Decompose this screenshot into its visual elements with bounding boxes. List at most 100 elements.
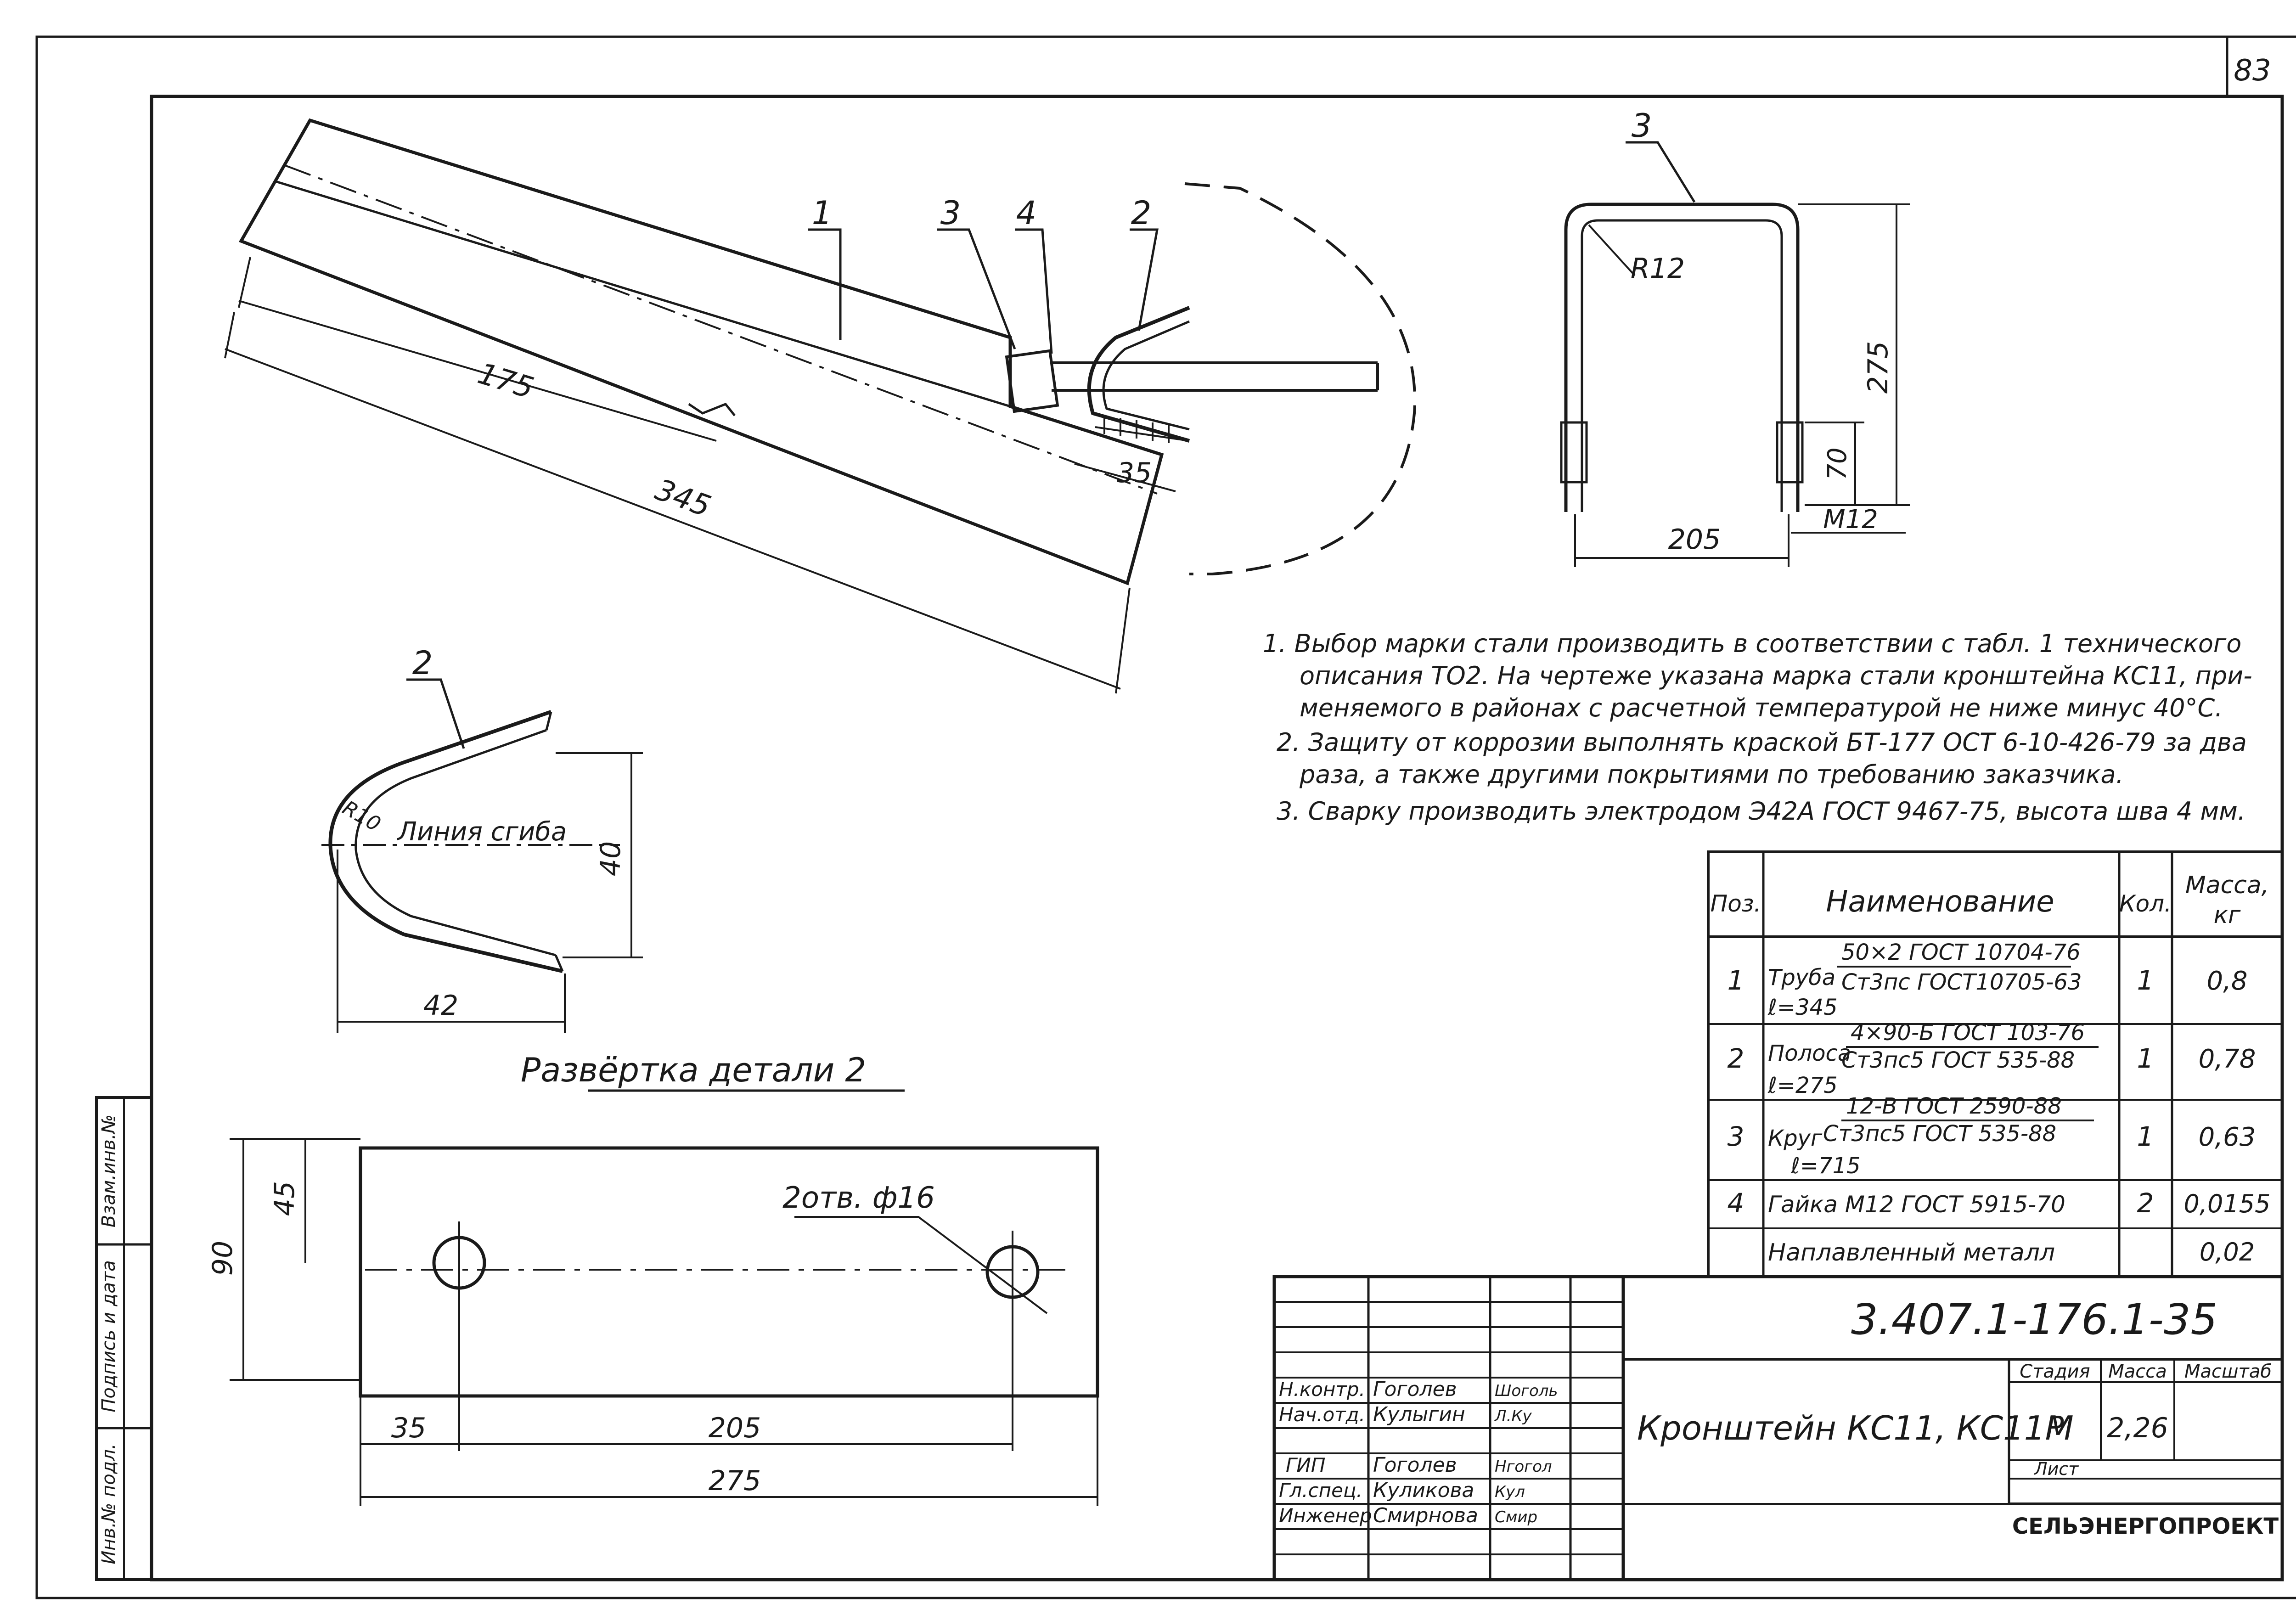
leader-2 [1130, 228, 1159, 331]
ubolt-inner [1581, 219, 1783, 512]
note-line-3: меняемого в районах с расчетной температ… [1300, 693, 2223, 722]
person2-sign: Л.Ку [1494, 1407, 1532, 1425]
development-view: Развёртка детали 2 2отв. ф16 90 45 35 20… [207, 1051, 1099, 1506]
holes-leader [794, 1216, 1048, 1314]
spec-row1-extra: ℓ=345 [1767, 995, 1838, 1020]
spec-row1-pos: 1 [1728, 965, 1745, 996]
person2-role: Нач.отд. [1279, 1403, 1365, 1426]
spec-row2-top: 4×90-Б ГОСТ 103-76 [1851, 1020, 2085, 1046]
ubolt-dim-275: 275 [1862, 341, 1894, 394]
spec-row2-extra: ℓ=275 [1767, 1073, 1838, 1098]
strip-part2-inner [1102, 320, 1190, 431]
spec-row1-mass: 0,8 [2206, 966, 2247, 996]
person4-sign: Кул [1495, 1483, 1525, 1501]
person4-role: Гл.спец. [1279, 1479, 1362, 1502]
note-line-1: 1. Выбор марки стали производить в соотв… [1263, 629, 2241, 658]
spec-row1-bottom: Ст3пс ГОСТ10705-63 [1841, 969, 2082, 995]
break-line [688, 402, 736, 416]
development-holes: 2отв. ф16 [782, 1181, 935, 1215]
stamp-inv-dup: Взам.инв.№ [98, 1114, 119, 1227]
stamp-inv-orig: Инв.№ подл. [98, 1443, 119, 1564]
document-code: 3.407.1-176.1-35 [1851, 1295, 2217, 1344]
spec-row3-bottom: Ст3пс5 ГОСТ 535-88 [1823, 1121, 2056, 1147]
spec-row3-qty: 1 [2137, 1121, 2154, 1152]
inner-frame [150, 95, 2284, 1581]
spec-row3-mass: 0,63 [2199, 1122, 2256, 1152]
spec-row5-mass: 0,02 [2200, 1238, 2255, 1266]
leader-4 [1015, 228, 1053, 354]
scale-label: Масштаб [2184, 1361, 2272, 1382]
thread-left [1560, 421, 1588, 484]
spec-row1-name: Труба [1768, 965, 1835, 990]
leader-strip [406, 678, 465, 749]
note-line-4: 2. Защиту от коррозии выполнять краской … [1277, 728, 2247, 757]
part2-view: 2 R10 Линия сгиба 40 42 [321, 644, 643, 1033]
person1-sign: Шоголь [1495, 1382, 1558, 1400]
strip-inner [355, 729, 556, 957]
radius-leader [1588, 224, 1636, 276]
person5-name: Смирнова [1373, 1504, 1478, 1527]
organization: СЕЛЬЭНЕРГОПРОЕКТ [2012, 1514, 2279, 1539]
development-dim-35: 35 [391, 1412, 426, 1444]
development-strip [359, 1146, 1099, 1398]
ubolt-thread: M12 [1823, 505, 1878, 535]
development-dim-45: 45 [269, 1181, 301, 1216]
dim-35: 35 [1117, 457, 1152, 489]
spec-row3-top: 12-В ГОСТ 2590-88 [1846, 1093, 2062, 1119]
spec-row2-qty: 1 [2137, 1043, 2154, 1074]
development-dim-90: 90 [207, 1241, 239, 1276]
strip-dim-40: 40 [595, 841, 627, 876]
thread-right [1776, 421, 1804, 484]
person5-role: Инженер [1279, 1504, 1372, 1527]
pipe-inner-edge [275, 180, 1011, 408]
ubolt-pos-label: 3 [1632, 107, 1652, 145]
spec-row2-mass: 0,78 [2199, 1044, 2256, 1074]
note-line-6: 3. Сварку производить электродом Э42А ГО… [1277, 797, 2245, 826]
spec-header-qty: Кол. [2119, 890, 2172, 917]
ubolt-radius: R12 [1631, 253, 1685, 285]
mass-label: Масса [2108, 1361, 2167, 1382]
ubolt-dim-205: 205 [1668, 523, 1721, 556]
side-stamp: Взам.инв.№ Подпись и дата Инв.№ подл. [95, 1096, 153, 1581]
spec-header-name: Наименование [1826, 885, 2054, 919]
leader-ubolt [1626, 141, 1696, 203]
person1-role: Н.контр. [1279, 1378, 1365, 1401]
ubolt-dim-70: 70 [1823, 447, 1852, 480]
strip-bend-line: Линия сгиба [397, 817, 567, 847]
notes: 1. Выбор марки стали производить в соотв… [1263, 629, 2252, 826]
pos-label-2: 2 [1131, 194, 1152, 232]
title-block: Н.контр. Гоголев Шоголь Нач.отд. Кулыгин… [1272, 1275, 2284, 1581]
person3-name: Гоголев [1373, 1453, 1457, 1477]
support-outline [1184, 182, 1416, 575]
person3-sign: Нгогол [1495, 1457, 1552, 1476]
person4-name: Куликова [1373, 1479, 1474, 1502]
person1-name: Гоголев [1373, 1378, 1457, 1401]
spec-row4-qty: 2 [2137, 1187, 2154, 1219]
spec-header-mass-unit: кг [2214, 901, 2241, 929]
pos-label-3: 3 [940, 194, 961, 232]
spec-row2-bottom: Ст3пс5 ГОСТ 535-88 [1841, 1047, 2075, 1073]
spec-row4-pos: 4 [1728, 1187, 1745, 1219]
spec-row3-pos: 3 [1728, 1121, 1745, 1152]
spec-row3-extra: ℓ=715 [1790, 1153, 1861, 1179]
part3-view: 3 R12 275 70 205 M12 [1560, 107, 1910, 567]
dim-175-line [238, 300, 717, 442]
main-view: 1 3 4 2 175 345 35 [224, 118, 1416, 694]
ubolt-outer [1564, 203, 1800, 512]
strip-part2 [1087, 306, 1190, 443]
note-line-5: раза, а также другими покрытиями по треб… [1299, 760, 2124, 789]
strip-dim-42: 42 [423, 990, 458, 1022]
spec-row4-mass: 0,0155 [2184, 1189, 2271, 1218]
spec-row3-name: Круг [1768, 1125, 1823, 1151]
sheet-label: Лист [2033, 1459, 2079, 1479]
dim-345: 345 [651, 473, 715, 524]
mass-value: 2,26 [2107, 1412, 2168, 1444]
outer-frame [35, 35, 2296, 1599]
spec-row4-name: Гайка М12 ГОСТ 5915-70 [1768, 1191, 2065, 1218]
leader-3 [937, 228, 1016, 349]
pos-label-1: 1 [812, 194, 833, 232]
person3-role: ГИП [1286, 1454, 1325, 1476]
stage-value: Р [2046, 1411, 2064, 1445]
pipe-axis [284, 164, 1158, 495]
